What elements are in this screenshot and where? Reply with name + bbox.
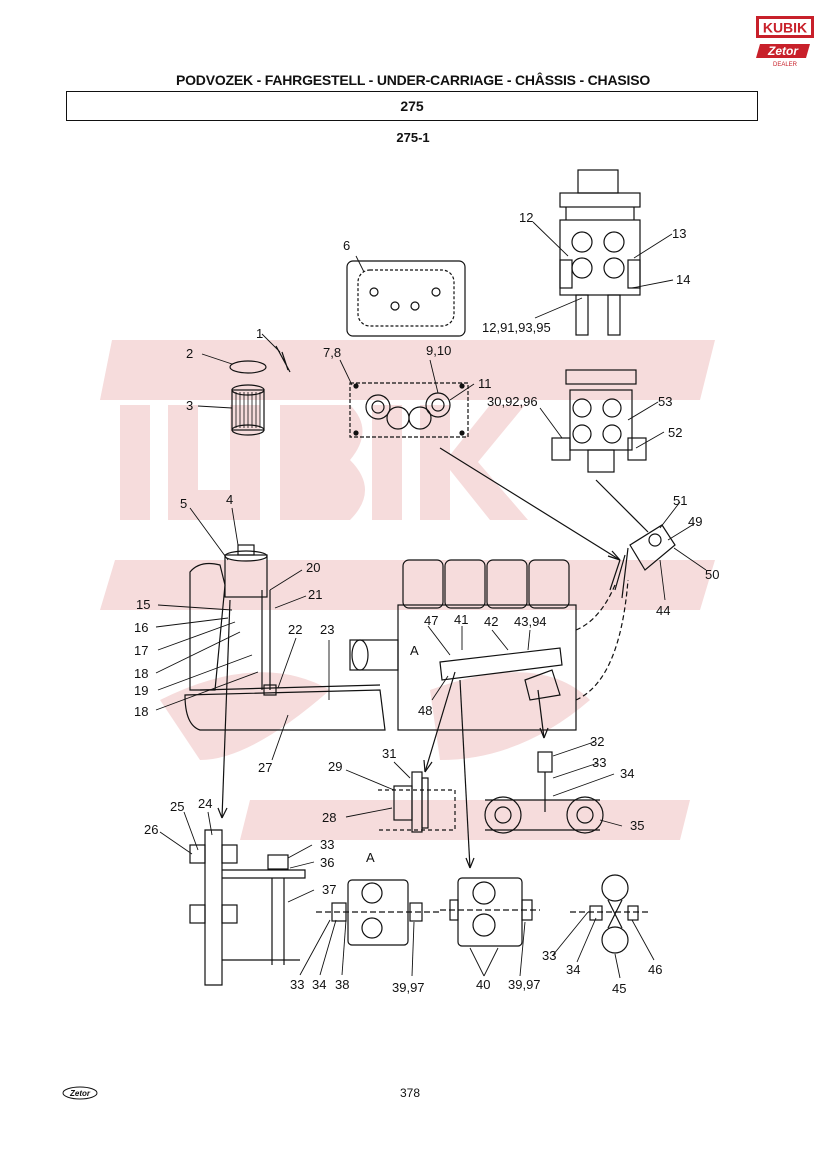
part-6-cover-plate	[346, 260, 466, 337]
leader-arrows	[217, 447, 649, 869]
callout-40: 40	[476, 977, 490, 992]
part-38-block-a	[316, 879, 440, 946]
callout-6: 6	[343, 238, 350, 253]
callout-49: 49	[688, 514, 702, 529]
callout-38: 38	[335, 977, 349, 992]
part-24-38-bracket	[189, 829, 306, 986]
callout-27: 27	[258, 760, 272, 775]
part-2-o-ring	[229, 360, 267, 374]
callout-14: 14	[676, 272, 690, 287]
callout-52: 52	[668, 425, 682, 440]
part-32-35-clamp	[484, 751, 604, 834]
callout-48: 48	[418, 703, 432, 718]
callout-45: 45	[612, 981, 626, 996]
callout-18-bottom: 18	[134, 704, 148, 719]
callout-12-91-93-95: 12,91,93,95	[482, 320, 551, 335]
callout-46: 46	[648, 962, 662, 977]
callout-28: 28	[322, 810, 336, 825]
valve-assembly-lower	[551, 369, 647, 473]
zetor-footer-logo: Zetor	[62, 1086, 98, 1100]
callout-42: 42	[484, 614, 498, 629]
figure-id: 275-1	[396, 130, 430, 145]
callout-9-10: 9,10	[426, 343, 451, 358]
callout-20: 20	[306, 560, 320, 575]
callout-22: 22	[288, 622, 302, 637]
footer-logo-text: Zetor	[69, 1089, 91, 1098]
callout-2: 2	[186, 346, 193, 361]
callout-39-97-right: 39,97	[508, 977, 541, 992]
callout-19: 19	[134, 683, 148, 698]
logo-zetor: Zetor	[767, 44, 799, 58]
part-45-46-clip	[570, 874, 650, 954]
callout-7-8: 7,8	[323, 345, 341, 360]
page-number: 378	[399, 1086, 421, 1100]
callout-39-97-left: 39,97	[392, 980, 425, 995]
callout-3: 3	[186, 398, 193, 413]
callout-33-clamp: 33	[592, 755, 606, 770]
callout-50: 50	[705, 567, 719, 582]
callout-23: 23	[320, 622, 334, 637]
callout-16: 16	[134, 620, 148, 635]
part-44-51-valve-unit	[609, 524, 676, 599]
callout-leaders	[155, 221, 707, 979]
callout-34-clip: 34	[566, 962, 580, 977]
part-40-block	[440, 877, 540, 947]
callout-17: 17	[134, 643, 148, 658]
callout-44: 44	[656, 603, 670, 618]
callout-5: 5	[180, 496, 187, 511]
callout-47: 47	[424, 613, 438, 628]
callout-35: 35	[630, 818, 644, 833]
callout-18-top: 18	[134, 666, 148, 681]
callout-43-94: 43,94	[514, 614, 547, 629]
callout-41: 41	[454, 612, 468, 627]
callout-25: 25	[170, 799, 184, 814]
kubik-zetor-logo: KUBIK Zetor DEALER	[756, 16, 814, 68]
section-number: 275	[66, 91, 758, 121]
callout-34-bottom: 34	[312, 977, 326, 992]
callout-31: 31	[382, 746, 396, 761]
part-28-31-flange	[378, 771, 456, 833]
callout-51: 51	[673, 493, 687, 508]
callout-53: 53	[658, 394, 672, 409]
logo-wordmark: KUBIK	[763, 20, 807, 36]
callout-32: 32	[590, 734, 604, 749]
callout-4: 4	[226, 492, 233, 507]
part-3-filter-element	[231, 384, 265, 436]
callout-29: 29	[328, 759, 342, 774]
callout-33-bracket: 33	[320, 837, 334, 852]
callout-label-a-top: A	[410, 643, 419, 658]
callout-12: 12	[519, 210, 533, 225]
callout-36: 36	[320, 855, 334, 870]
callout-33-bottom: 33	[290, 977, 304, 992]
callout-24: 24	[198, 796, 212, 811]
page-title: PODVOZEK - FAHRGESTELL - UNDER-CARRIAGE …	[175, 72, 651, 88]
callout-30-92-96: 30,92,96	[487, 394, 538, 409]
callout-34-clamp: 34	[620, 766, 634, 781]
callout-label-a-bottom: A	[366, 850, 375, 865]
callout-13: 13	[672, 226, 686, 241]
callout-21: 21	[308, 587, 322, 602]
callout-26: 26	[144, 822, 158, 837]
valve-assembly-upper	[559, 169, 641, 336]
callout-11: 11	[478, 376, 492, 391]
callout-15: 15	[136, 597, 150, 612]
callout-1: 1	[256, 326, 263, 341]
callout-labels: 1 2 3 6 7,8 9,10 11 12 13 14 12,91,93,95…	[134, 210, 719, 996]
logo-dealer: DEALER	[773, 62, 798, 68]
callout-33-clip: 33	[542, 948, 556, 963]
callout-37: 37	[322, 882, 336, 897]
